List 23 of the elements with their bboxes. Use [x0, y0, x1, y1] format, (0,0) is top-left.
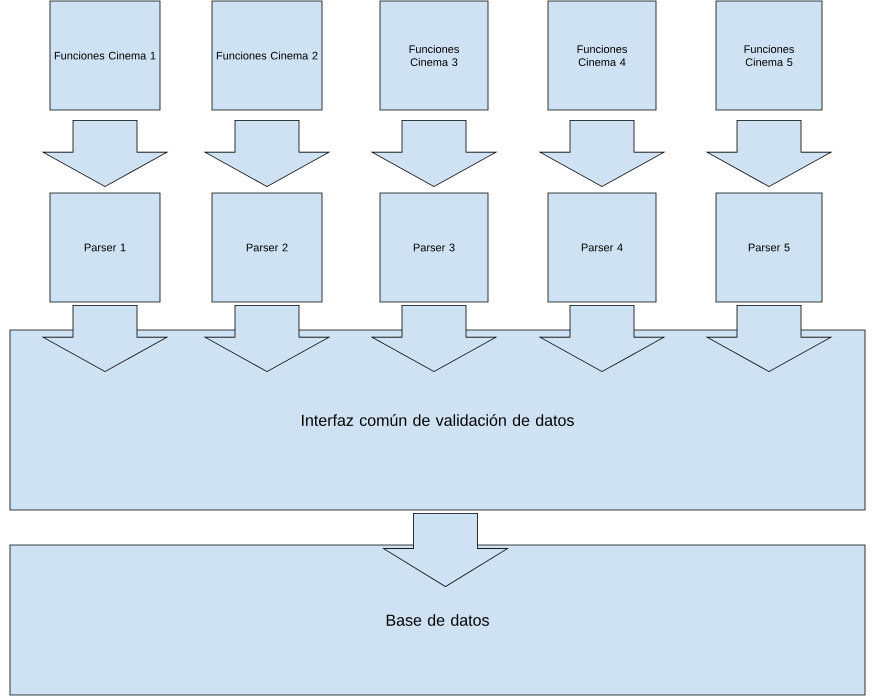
process-box: Parser 2 [212, 192, 322, 302]
block-arrow [41, 120, 169, 188]
block-arrow [538, 305, 666, 372]
process-box: Parser 3 [380, 192, 488, 302]
block-arrow [41, 305, 169, 372]
layer-box: Interfaz común de validación de datos [10, 330, 866, 510]
process-box: Funciones Cinema 1 [50, 0, 160, 110]
block-arrow [203, 305, 331, 372]
layer-box: Base de datos [10, 544, 866, 696]
block-arrow [705, 305, 833, 372]
process-box: Funciones Cinema 5 [716, 0, 822, 110]
process-box: Funciones Cinema 4 [548, 0, 656, 110]
block-arrow [382, 513, 509, 588]
block-arrow [538, 120, 666, 188]
process-box: Funciones Cinema 3 [380, 0, 488, 110]
process-box: Parser 1 [50, 192, 160, 302]
block-arrow [705, 120, 833, 188]
process-box: Parser 5 [716, 192, 822, 302]
block-arrow [203, 120, 331, 188]
block-arrow [370, 305, 498, 372]
process-box: Funciones Cinema 2 [212, 0, 322, 110]
block-arrow [370, 120, 498, 188]
process-box: Parser 4 [548, 192, 656, 302]
